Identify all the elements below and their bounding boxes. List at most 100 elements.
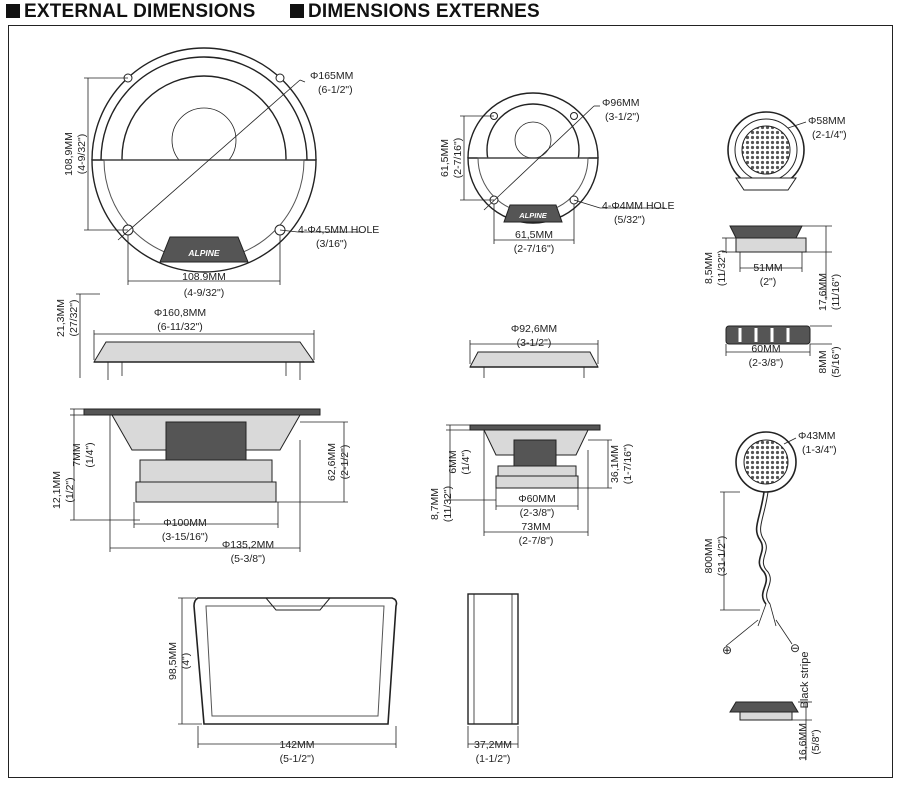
tweeter-43-side (729, 701, 799, 713)
woofer-96-side: 6MM (1/4") 8,7MM (11/32") 36,1MM (1-7/16… (429, 424, 634, 547)
tweeter-58-side-height-inch: (11/32") (716, 250, 728, 286)
woofer-165-magnet-inch: (3-15/16") (162, 531, 208, 543)
tweeter-43: Φ43MM (1-3/4") 800MM (31-1/2") ⊕ ⊖ Black… (703, 430, 837, 761)
woofer-165-front: ALPINE Φ165MM (6-1/2") 4-Φ4,5MM HOLE (3/… (63, 47, 379, 299)
woofer-96-basket (513, 439, 557, 467)
woofer-165-magnet (139, 459, 273, 483)
woofer-165-cutout-inch: (5-3/8") (231, 553, 266, 565)
crossover-height-inch: (4") (180, 653, 192, 670)
header: EXTERNAL DIMENSIONS DIMENSIONS EXTERNES (0, 0, 900, 26)
positive-terminal-icon: ⊕ (722, 643, 732, 657)
grille-96-side: Φ92,6MM (3-1/2") (469, 323, 599, 378)
tweeter-58-diameter-label: Φ58MM (808, 115, 846, 127)
tweeter-58-base-label: 51MM (753, 262, 782, 274)
woofer-96-height-inch: (2-7/16") (452, 138, 464, 179)
tweeter-43-height-label: 16,6MM (797, 723, 809, 761)
grille-165-profile (93, 341, 315, 363)
woofer-165-height-inch: (4-9/32") (76, 134, 88, 175)
crossover-height-label: 98,5MM (167, 642, 179, 680)
tweeter-43-diameter-label: Φ43MM (798, 430, 836, 442)
woofer-96-flange-inch: (1/4") (460, 449, 472, 474)
crossover: 98,5MM (4") 142MM (5-1/2") 37,2MM (1-1/2… (167, 593, 519, 765)
woofer-165-depth-label: 62,6MM (326, 443, 338, 481)
grille-165-height-label: 21,3MM (55, 299, 67, 337)
woofer-96-flange-label: 6MM (447, 450, 459, 473)
woofer-96-cutout-inch: (2-7/8") (519, 535, 554, 547)
woofer-96-magnet-inch: (2-3/8") (520, 507, 555, 519)
grille-165-side: Φ160,8MM (6-11/32") 21,3MM (27/32") (55, 293, 315, 380)
woofer-165-diameter-inch: (6-1/2") (318, 84, 353, 96)
grille-96-profile (469, 351, 599, 368)
tweeter-43-cable-length-inch: (31-1/2") (716, 536, 728, 577)
woofer-165-flange-label: 7MM (71, 443, 83, 466)
crossover-side (467, 593, 519, 725)
tweeter-58-mount-height-label: 8MM (817, 350, 829, 373)
woofer-165-depth-inch: (2-1/2") (339, 445, 351, 480)
woofer-96-front: ALPINE Φ96MM (3-1/2") 4-Φ4MM HOLE (5/32"… (439, 92, 675, 255)
grille-96-diameter-label: Φ92,6MM (511, 323, 557, 335)
tweeter-58-mount-width-label: 60MM (751, 343, 780, 355)
brand-logo-96: ALPINE (518, 211, 548, 220)
square-bullet-icon (290, 4, 304, 18)
tweeter-58-total-height-label: 17,6MM (817, 273, 829, 311)
woofer-96-hole-inch: (5/32") (614, 214, 645, 226)
drawing-frame (8, 25, 893, 778)
tweeter-43-cable-length-label: 800MM (703, 538, 715, 573)
woofer-96-magnet (497, 465, 577, 477)
crossover-width-inch: (5-1/2") (280, 753, 315, 765)
grille-165-height-inch: (27/32") (68, 300, 80, 337)
woofer-96-depth-label: 36,1MM (609, 445, 621, 483)
tweeter-58-base-inch: (2") (760, 276, 777, 288)
woofer-96-depth-inch: (1-7/16") (622, 444, 634, 485)
square-bullet-icon (6, 4, 20, 18)
tweeter-58-diameter-inch: (2-1/4") (812, 129, 847, 141)
negative-terminal-icon: ⊖ (790, 641, 800, 655)
tweeter-58: Φ58MM (2-1/4") 8,5MM (11/32") 51MM (2") … (703, 111, 847, 378)
woofer-165-width-inch: (4-9/32") (184, 287, 225, 299)
woofer-165-magnet-label: Φ100MM (163, 517, 206, 529)
woofer-96-magnet-label: Φ60MM (518, 493, 556, 505)
woofer-96-cutout-label: 73MM (521, 521, 550, 533)
tweeter-43-diameter-inch: (1-3/4") (802, 444, 837, 456)
tweeter-58-mount-width-inch: (2-3/8") (749, 357, 784, 369)
title-en: EXTERNAL DIMENSIONS (6, 1, 255, 23)
woofer-96-diameter-inch: (3-1/2") (605, 111, 640, 123)
grille-165-diameter-inch: (6-11/32") (157, 321, 203, 333)
brand-logo-165: ALPINE (187, 248, 220, 258)
woofer-165-width-label: 108.9MM (182, 271, 226, 283)
woofer-165-flange-inch: (1/4") (84, 442, 96, 467)
woofer-165-diameter-label: Φ165MM (310, 70, 353, 82)
tweeter-58-mount-height-inch: (5/16") (830, 346, 842, 377)
tweeter-43-height-inch: (5/8") (810, 729, 822, 754)
woofer-96-width-inch: (2-7/16") (514, 243, 555, 255)
crossover-depth-inch: (1-1/2") (476, 753, 511, 765)
black-stripe-label: Black stripe (799, 652, 811, 709)
tweeter-58-side (729, 225, 803, 239)
woofer-96-mount-inch: (11/32") (442, 486, 454, 522)
crossover-front (193, 597, 398, 725)
woofer-96-width-label: 61,5MM (515, 229, 553, 241)
woofer-96-mount-label: 8,7MM (429, 488, 441, 520)
tweeter-58-total-height-inch: (11/16") (830, 274, 842, 310)
woofer-165-height-label: 108,9MM (63, 132, 75, 176)
woofer-165-grille-lower (91, 159, 317, 273)
tweeter-58-side-height-label: 8,5MM (703, 252, 715, 284)
tweeter-58-mesh (741, 125, 791, 175)
woofer-165-mount-inch: (1/2") (64, 477, 76, 502)
grille-165-diameter-label: Φ160,8MM (154, 307, 206, 319)
woofer-165-side: 7MM (1/4") 12,1MM (1/2") 62,6MM (2-1/2")… (51, 408, 351, 565)
woofer-96-diameter-label: Φ96MM (602, 97, 640, 109)
woofer-165-cutout-label: Φ135,2MM (222, 539, 274, 551)
tweeter-43-mesh (743, 439, 789, 485)
grille-96-diameter-inch: (3-1/2") (517, 337, 552, 349)
woofer-165-upper-rim (91, 47, 317, 161)
woofer-165-hole-inch: (3/16") (316, 238, 347, 250)
woofer-165-hole-label: 4-Φ4,5MM HOLE (298, 224, 379, 236)
alpine-badge-165 (159, 236, 249, 263)
woofer-96-height-label: 61,5MM (439, 139, 451, 177)
woofer-165-mount-label: 12,1MM (51, 471, 63, 509)
crossover-width-label: 142MM (279, 739, 314, 751)
crossover-depth-label: 37,2MM (474, 739, 512, 751)
woofer-96-hole-label: 4-Φ4MM HOLE (602, 200, 675, 212)
